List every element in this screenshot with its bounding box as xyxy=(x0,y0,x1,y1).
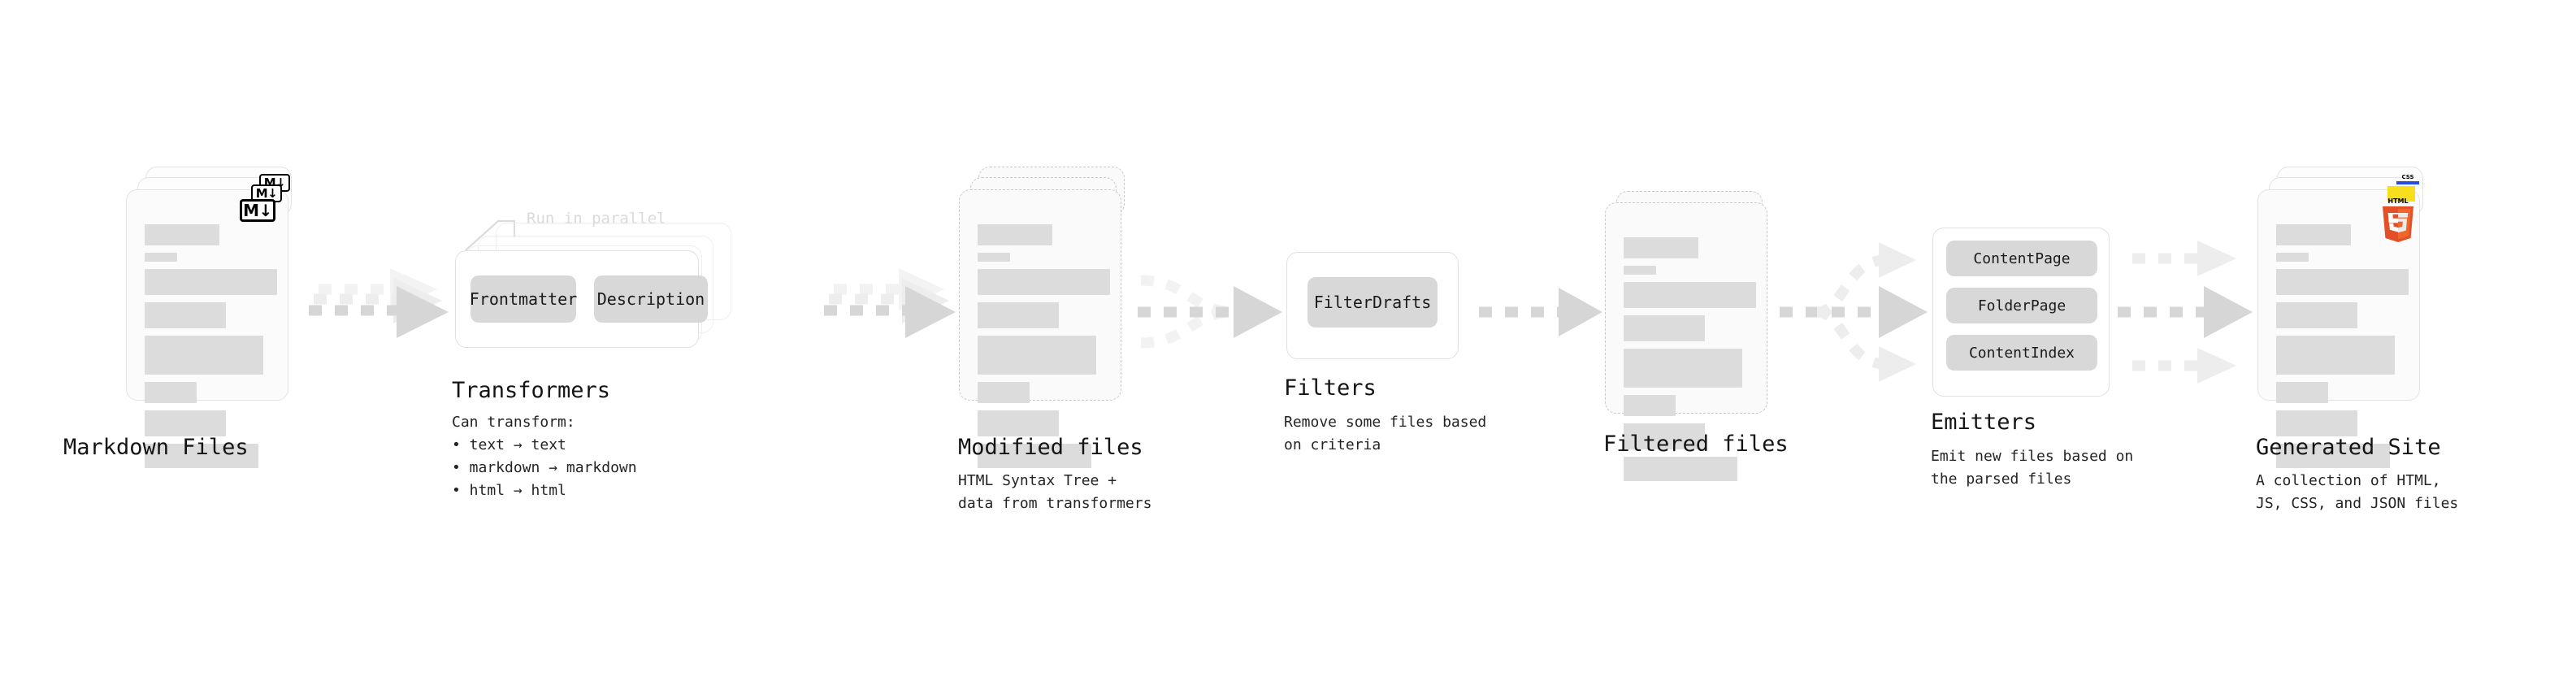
stage-subtitle-modified-files: HTML Syntax Tree + data from transformer… xyxy=(958,472,1152,512)
stage-subtitle-filters: Remove some files based on criteria xyxy=(1284,414,1487,453)
content-bar xyxy=(145,224,219,245)
transformer-chip-frontmatter[interactable]: Frontmatter xyxy=(470,275,577,323)
stage-title-transformers: Transformers xyxy=(452,378,611,403)
content-bar xyxy=(145,302,226,328)
connector-filtered-to-emitters xyxy=(1780,242,1928,382)
connector-filters-to-filtered xyxy=(1479,288,1602,336)
content-bar xyxy=(2276,224,2351,245)
css-underline xyxy=(2396,181,2419,184)
markdown-icon: M↓ xyxy=(240,199,275,222)
stage-title-generated-site: Generated Site xyxy=(2256,435,2441,460)
content-bar xyxy=(1624,457,1737,481)
filter-chip-filterdrafts[interactable]: FilterDrafts xyxy=(1308,277,1438,327)
connector-modified-to-filters xyxy=(1138,275,1282,349)
transformer-chip-description[interactable]: Description xyxy=(594,275,708,323)
content-bar xyxy=(145,253,177,262)
content-bar xyxy=(978,336,1096,375)
content-bar xyxy=(145,382,197,403)
emitter-chip-contentindex[interactable]: ContentIndex xyxy=(1946,335,2097,371)
content-bar xyxy=(978,382,1030,403)
emitters-box[interactable]: ContentPage FolderPage ContentIndex xyxy=(1932,228,2110,397)
connector-markdown-to-transformers xyxy=(309,268,449,338)
stage-title-markdown-files: Markdown Files xyxy=(63,435,249,460)
modified-file-stack[interactable] xyxy=(959,167,1146,468)
content-bar xyxy=(2276,410,2357,436)
content-bar xyxy=(2276,382,2328,403)
content-bar xyxy=(978,410,1059,436)
file-card-front xyxy=(2257,189,2420,468)
stage-subtitle-transformers: Can transform: • text → text • markdown … xyxy=(452,414,637,499)
filtered-file-stack[interactable] xyxy=(1605,191,1792,481)
file-content-bars xyxy=(2276,224,2409,475)
content-bar xyxy=(145,269,277,295)
file-content-bars xyxy=(978,224,1110,475)
content-bar xyxy=(978,269,1110,295)
emitter-chip-folderpage[interactable]: FolderPage xyxy=(1946,288,2097,323)
stage-title-emitters: Emitters xyxy=(1931,410,2037,435)
css-icon: CSS xyxy=(2396,175,2419,184)
content-bar xyxy=(1624,282,1756,308)
content-bar xyxy=(1624,315,1705,341)
stage-title-modified-files: Modified files xyxy=(958,435,1143,460)
file-card-front xyxy=(126,189,288,468)
file-content-bars xyxy=(145,224,277,475)
content-bar xyxy=(2276,336,2395,375)
file-card-front xyxy=(1605,202,1767,481)
file-card-front xyxy=(959,189,1121,468)
content-bar xyxy=(145,336,263,375)
content-bar xyxy=(145,444,258,468)
content-bar xyxy=(2276,253,2309,262)
stage-title-filters: Filters xyxy=(1284,375,1377,401)
svg-text:HTML: HTML xyxy=(2387,197,2408,205)
content-bar xyxy=(145,410,226,436)
connector-emitters-to-site xyxy=(2118,241,2253,384)
emitter-chip-contentpage[interactable]: ContentPage xyxy=(1946,241,2097,276)
content-bar xyxy=(978,444,1091,468)
run-in-parallel-label: Run in parallel xyxy=(527,210,666,228)
stage-subtitle-emitters: Emit new files based on the parsed files xyxy=(1931,448,2134,488)
content-bar xyxy=(2276,444,2390,468)
content-bar xyxy=(978,253,1010,262)
stage-modified-files: Modified files HTML Syntax Tree + data f… xyxy=(958,167,1151,512)
stage-generated-site: CSS HTML Generated Site A collection of … xyxy=(2256,167,2458,512)
stage-subtitle-generated-site: A collection of HTML, JS, CSS, and JSON … xyxy=(2256,472,2459,512)
transformer-box-front[interactable]: Frontmatter Description xyxy=(455,250,708,348)
file-content-bars xyxy=(1624,237,1756,488)
content-bar xyxy=(978,224,1052,245)
js-icon xyxy=(2387,186,2415,202)
stage-filtered-files: Filtered files xyxy=(1603,191,1792,481)
content-bar xyxy=(1624,349,1742,388)
markdown-file-stack[interactable]: M↓ M↓ M↓ xyxy=(126,167,313,468)
content-bar xyxy=(1624,266,1656,275)
content-bar xyxy=(1624,395,1676,416)
content-bar xyxy=(1624,423,1705,449)
connector-transformers-to-modified xyxy=(824,268,956,338)
html5-icon: HTML xyxy=(2379,196,2417,243)
content-bar xyxy=(978,302,1059,328)
stage-markdown-files: M↓ M↓ M↓ Markdown Files xyxy=(63,167,313,468)
stage-title-filtered-files: Filtered files xyxy=(1603,432,1789,457)
filters-box[interactable]: FilterDrafts xyxy=(1286,252,1459,359)
generated-file-stack[interactable]: CSS HTML xyxy=(2257,167,2444,468)
content-bar xyxy=(2276,302,2357,328)
content-bar xyxy=(2276,269,2409,295)
content-bar xyxy=(1624,237,1698,258)
